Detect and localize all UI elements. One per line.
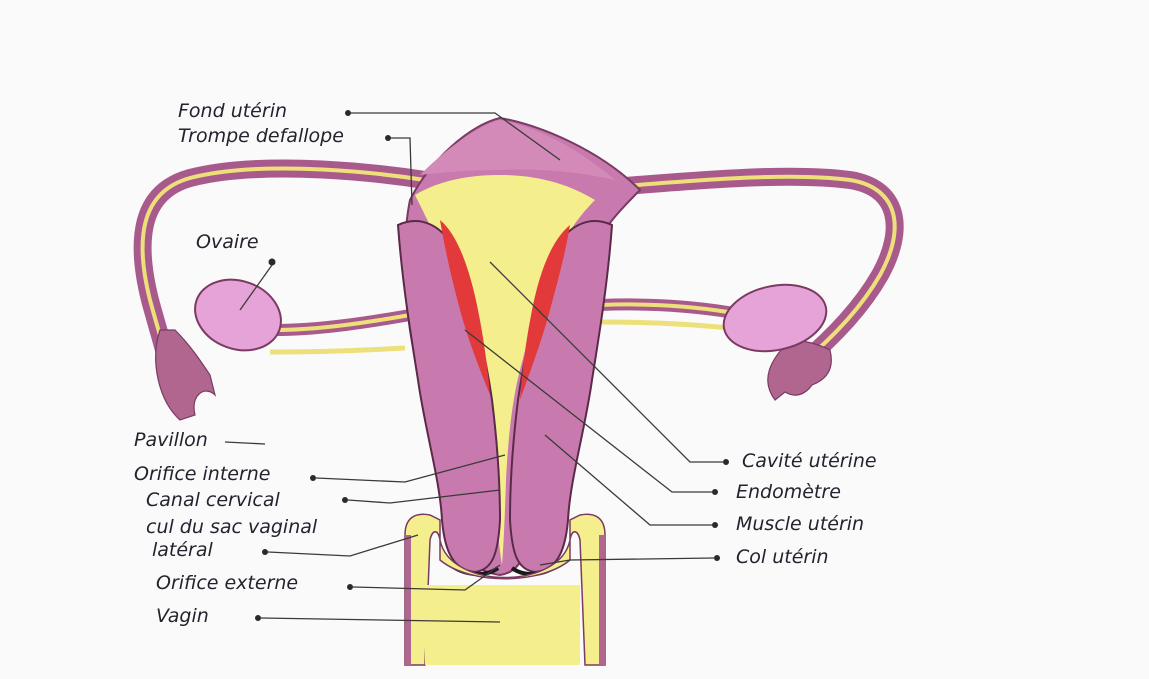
label-muscle-uterin: Muscle utérin: [736, 513, 864, 535]
label-fond-uterin: Fond utérin: [178, 100, 287, 122]
label-pavillon: Pavillon: [134, 429, 208, 451]
label-trompe-de-fallope: Trompe defallope: [178, 125, 344, 147]
label-cavite-uterine: Cavité utérine: [742, 450, 877, 472]
label-orifice-interne: Orifice interne: [134, 463, 271, 485]
label-canal-cervical: Canal cervical: [146, 489, 280, 511]
label-endometre: Endomètre: [736, 481, 841, 503]
label-ovaire: Ovaire: [196, 231, 259, 253]
label-col-uterin: Col utérin: [736, 546, 829, 568]
label-vagin: Vagin: [156, 605, 209, 627]
label-cul-de-sac-line2: latéral: [152, 539, 214, 561]
label-cul-de-sac-line1: cul du sac vaginal: [146, 516, 318, 538]
label-orifice-externe: Orifice externe: [156, 572, 298, 594]
